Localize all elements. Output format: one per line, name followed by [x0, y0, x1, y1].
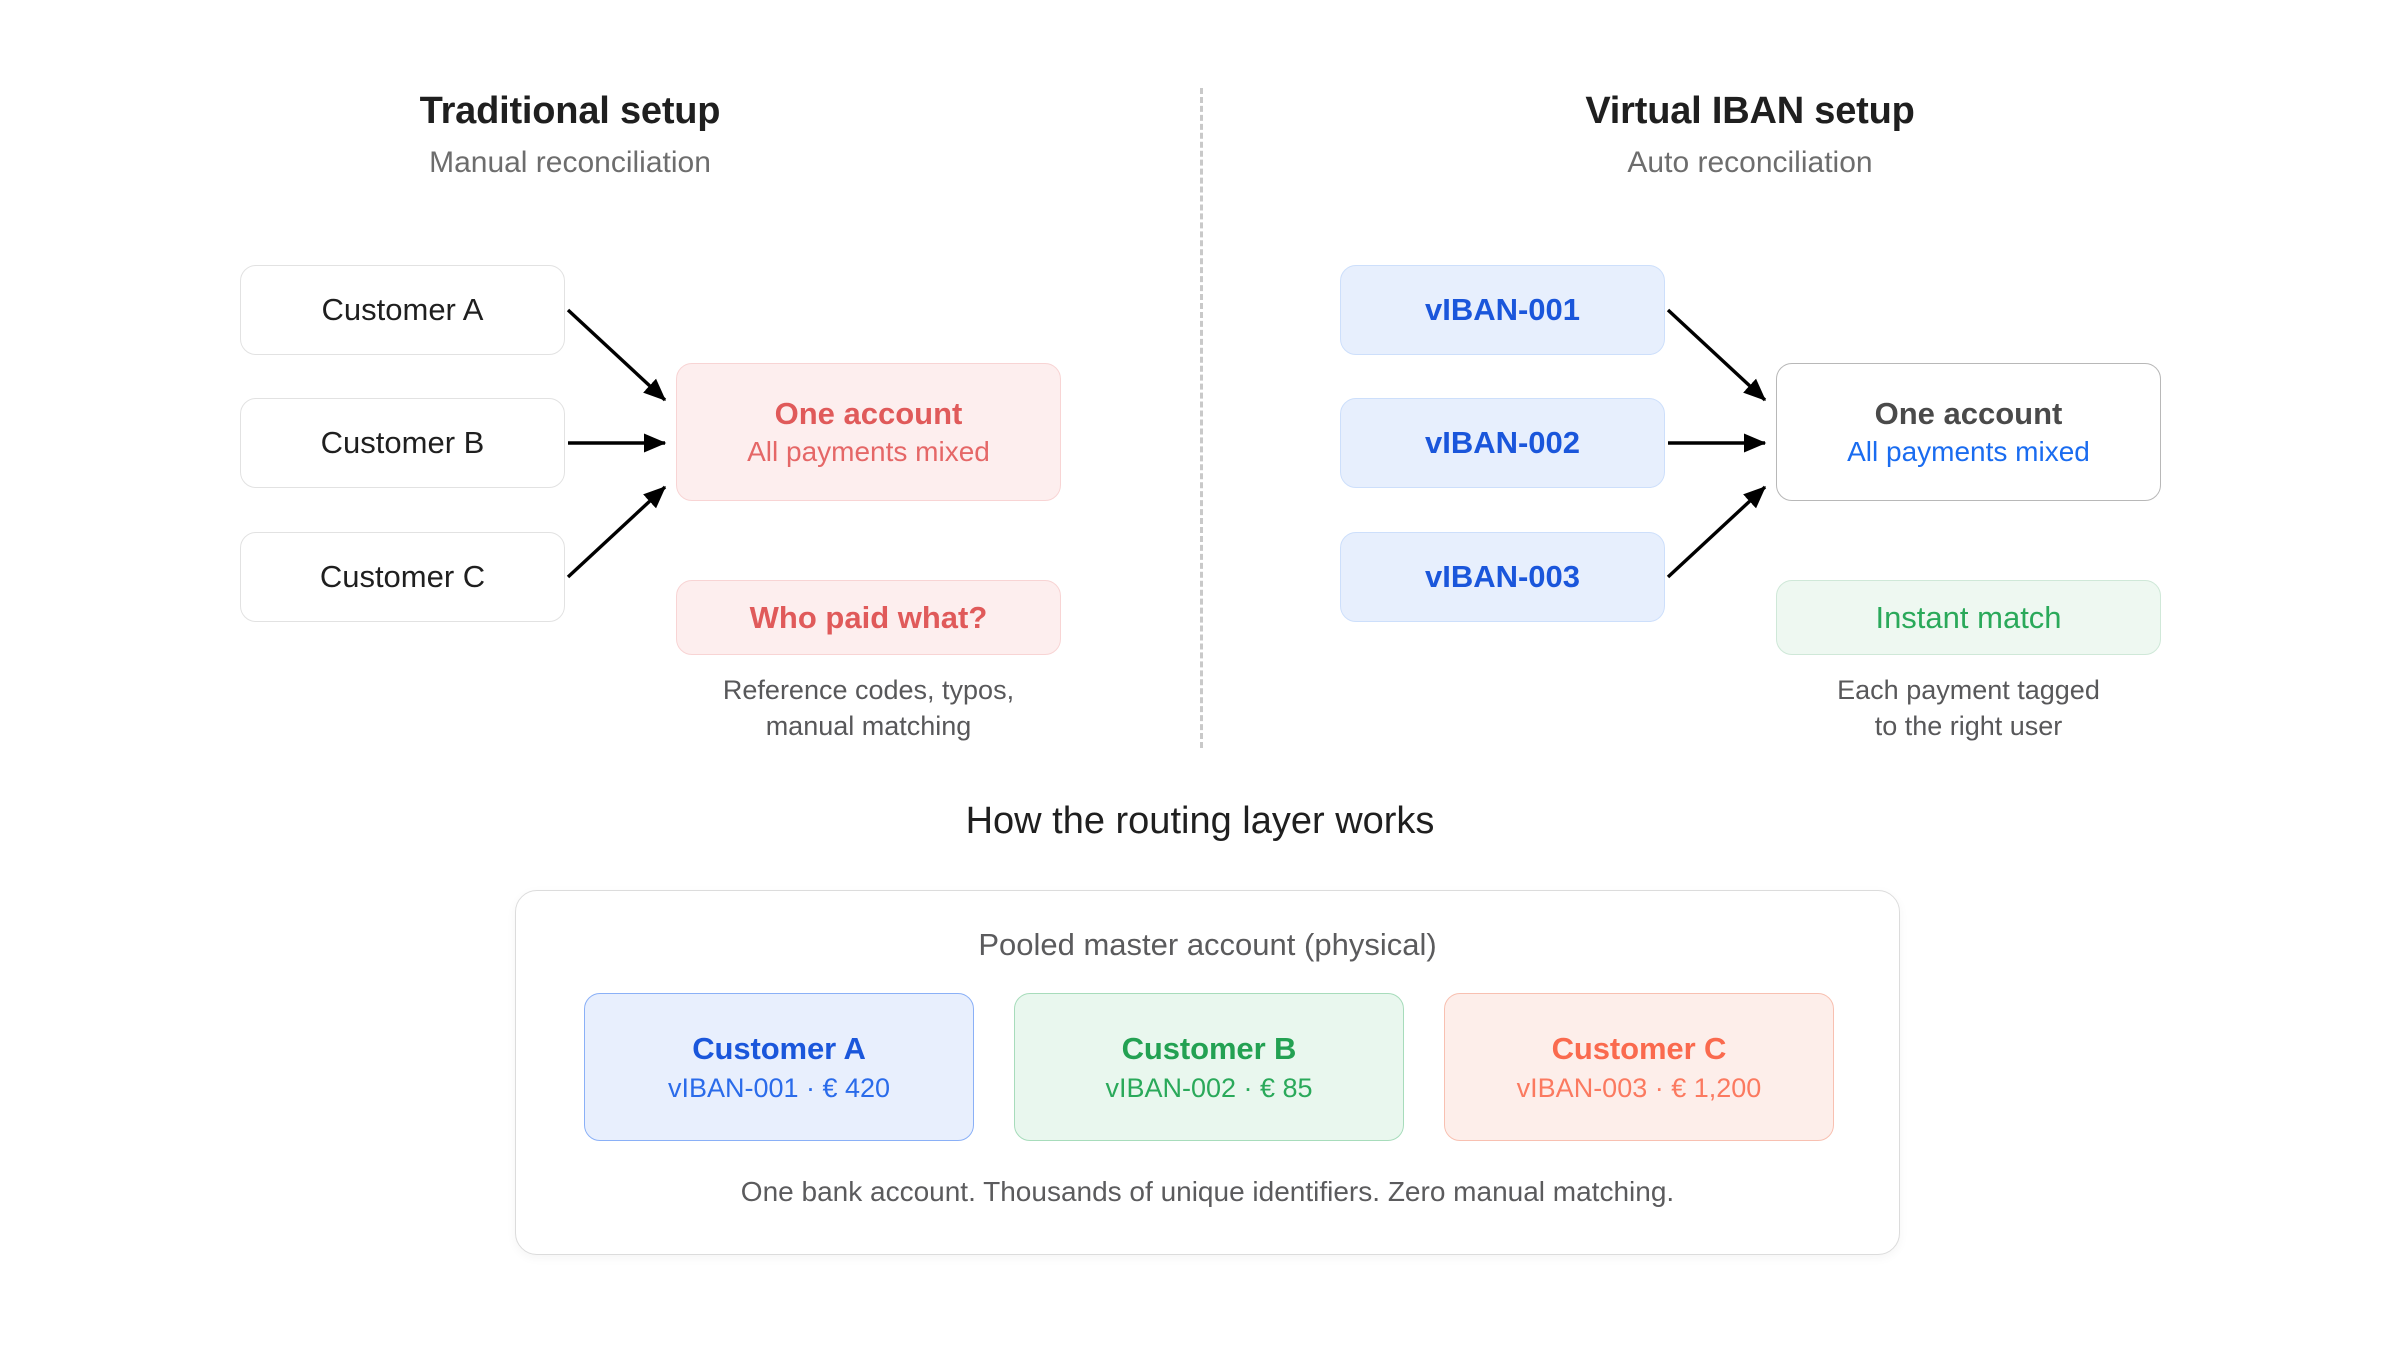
source-box-customer-a-label: Customer A: [321, 292, 484, 327]
left-target-one-account[interactable]: One account All payments mixed: [676, 363, 1061, 501]
source-box-customer-b-label: Customer B: [320, 425, 485, 460]
right-panel-subtitle: Auto reconciliation: [1627, 146, 1873, 179]
source-box-viban-003[interactable]: vIBAN-003: [1340, 532, 1665, 622]
right-caption: Each payment tagged to the right user: [1766, 672, 2171, 745]
left-caption: Reference codes, typos, manual matching: [666, 672, 1071, 745]
right-target-subtitle: All payments mixed: [1847, 436, 2090, 467]
left-outcome-label: Who paid what?: [749, 599, 988, 635]
pooled-master-account-card: Pooled master account (physical) Custome…: [515, 890, 1900, 1255]
routing-section-title: How the routing layer works: [965, 800, 1435, 842]
source-box-customer-a[interactable]: Customer A: [240, 265, 565, 355]
right-outcome-instant-match[interactable]: Instant match: [1776, 580, 2161, 655]
right-outcome-label: Instant match: [1875, 599, 2062, 635]
source-box-customer-c-label: Customer C: [319, 559, 486, 594]
panel-divider: [1200, 88, 1203, 748]
source-box-customer-c[interactable]: Customer C: [240, 532, 565, 622]
pool-chip-row: Customer A vIBAN-001 · € 420 Customer B …: [584, 993, 1834, 1141]
source-box-viban-002-label: vIBAN-002: [1424, 425, 1581, 460]
source-box-viban-003-label: vIBAN-003: [1424, 559, 1581, 594]
pool-chip-customer-c-detail: vIBAN-003 · € 1,200: [1516, 1072, 1762, 1103]
right-target-one-account[interactable]: One account All payments mixed: [1776, 363, 2161, 501]
pool-chip-customer-a[interactable]: Customer A vIBAN-001 · € 420: [584, 993, 974, 1141]
pool-heading: Pooled master account (physical): [978, 927, 1437, 962]
right-panel-title: Virtual IBAN setup: [1585, 90, 1915, 132]
left-panel-subtitle: Manual reconciliation: [429, 146, 711, 179]
pool-chip-customer-c-name: Customer C: [1551, 1030, 1727, 1066]
left-panel-title: Traditional setup: [419, 90, 721, 132]
right-target-title: One account: [1874, 396, 2063, 431]
left-target-title: One account: [774, 396, 963, 431]
right-caption-line-1: Each payment tagged: [1837, 675, 2100, 705]
pool-chip-customer-b-name: Customer B: [1121, 1030, 1297, 1066]
source-box-viban-002[interactable]: vIBAN-002: [1340, 398, 1665, 488]
arrow-customer-a-to-one-account: [566, 308, 667, 402]
left-caption-line-2: manual matching: [765, 711, 972, 742]
pool-chip-customer-a-name: Customer A: [692, 1030, 866, 1066]
pool-chip-customer-a-detail: vIBAN-001 · € 420: [667, 1072, 891, 1103]
arrow-viban-003-to-one-account: [1666, 485, 1767, 579]
right-caption-line-2: to the right user: [1874, 711, 2063, 742]
pool-chip-customer-b-detail: vIBAN-002 · € 85: [1105, 1072, 1313, 1103]
source-box-viban-001-label: vIBAN-001: [1424, 292, 1581, 327]
arrow-viban-001-to-one-account: [1666, 308, 1767, 402]
source-box-viban-001[interactable]: vIBAN-001: [1340, 265, 1665, 355]
left-target-subtitle: All payments mixed: [747, 436, 990, 467]
pool-footer-text: One bank account. Thousands of unique id…: [740, 1176, 1675, 1207]
pool-chip-customer-c[interactable]: Customer C vIBAN-003 · € 1,200: [1444, 993, 1834, 1141]
pool-chip-customer-b[interactable]: Customer B vIBAN-002 · € 85: [1014, 993, 1404, 1141]
arrow-customer-c-to-one-account: [566, 485, 667, 579]
left-outcome-who-paid-what[interactable]: Who paid what?: [676, 580, 1061, 655]
left-caption-line-1: Reference codes, typos,: [722, 675, 1015, 705]
source-box-customer-b[interactable]: Customer B: [240, 398, 565, 488]
